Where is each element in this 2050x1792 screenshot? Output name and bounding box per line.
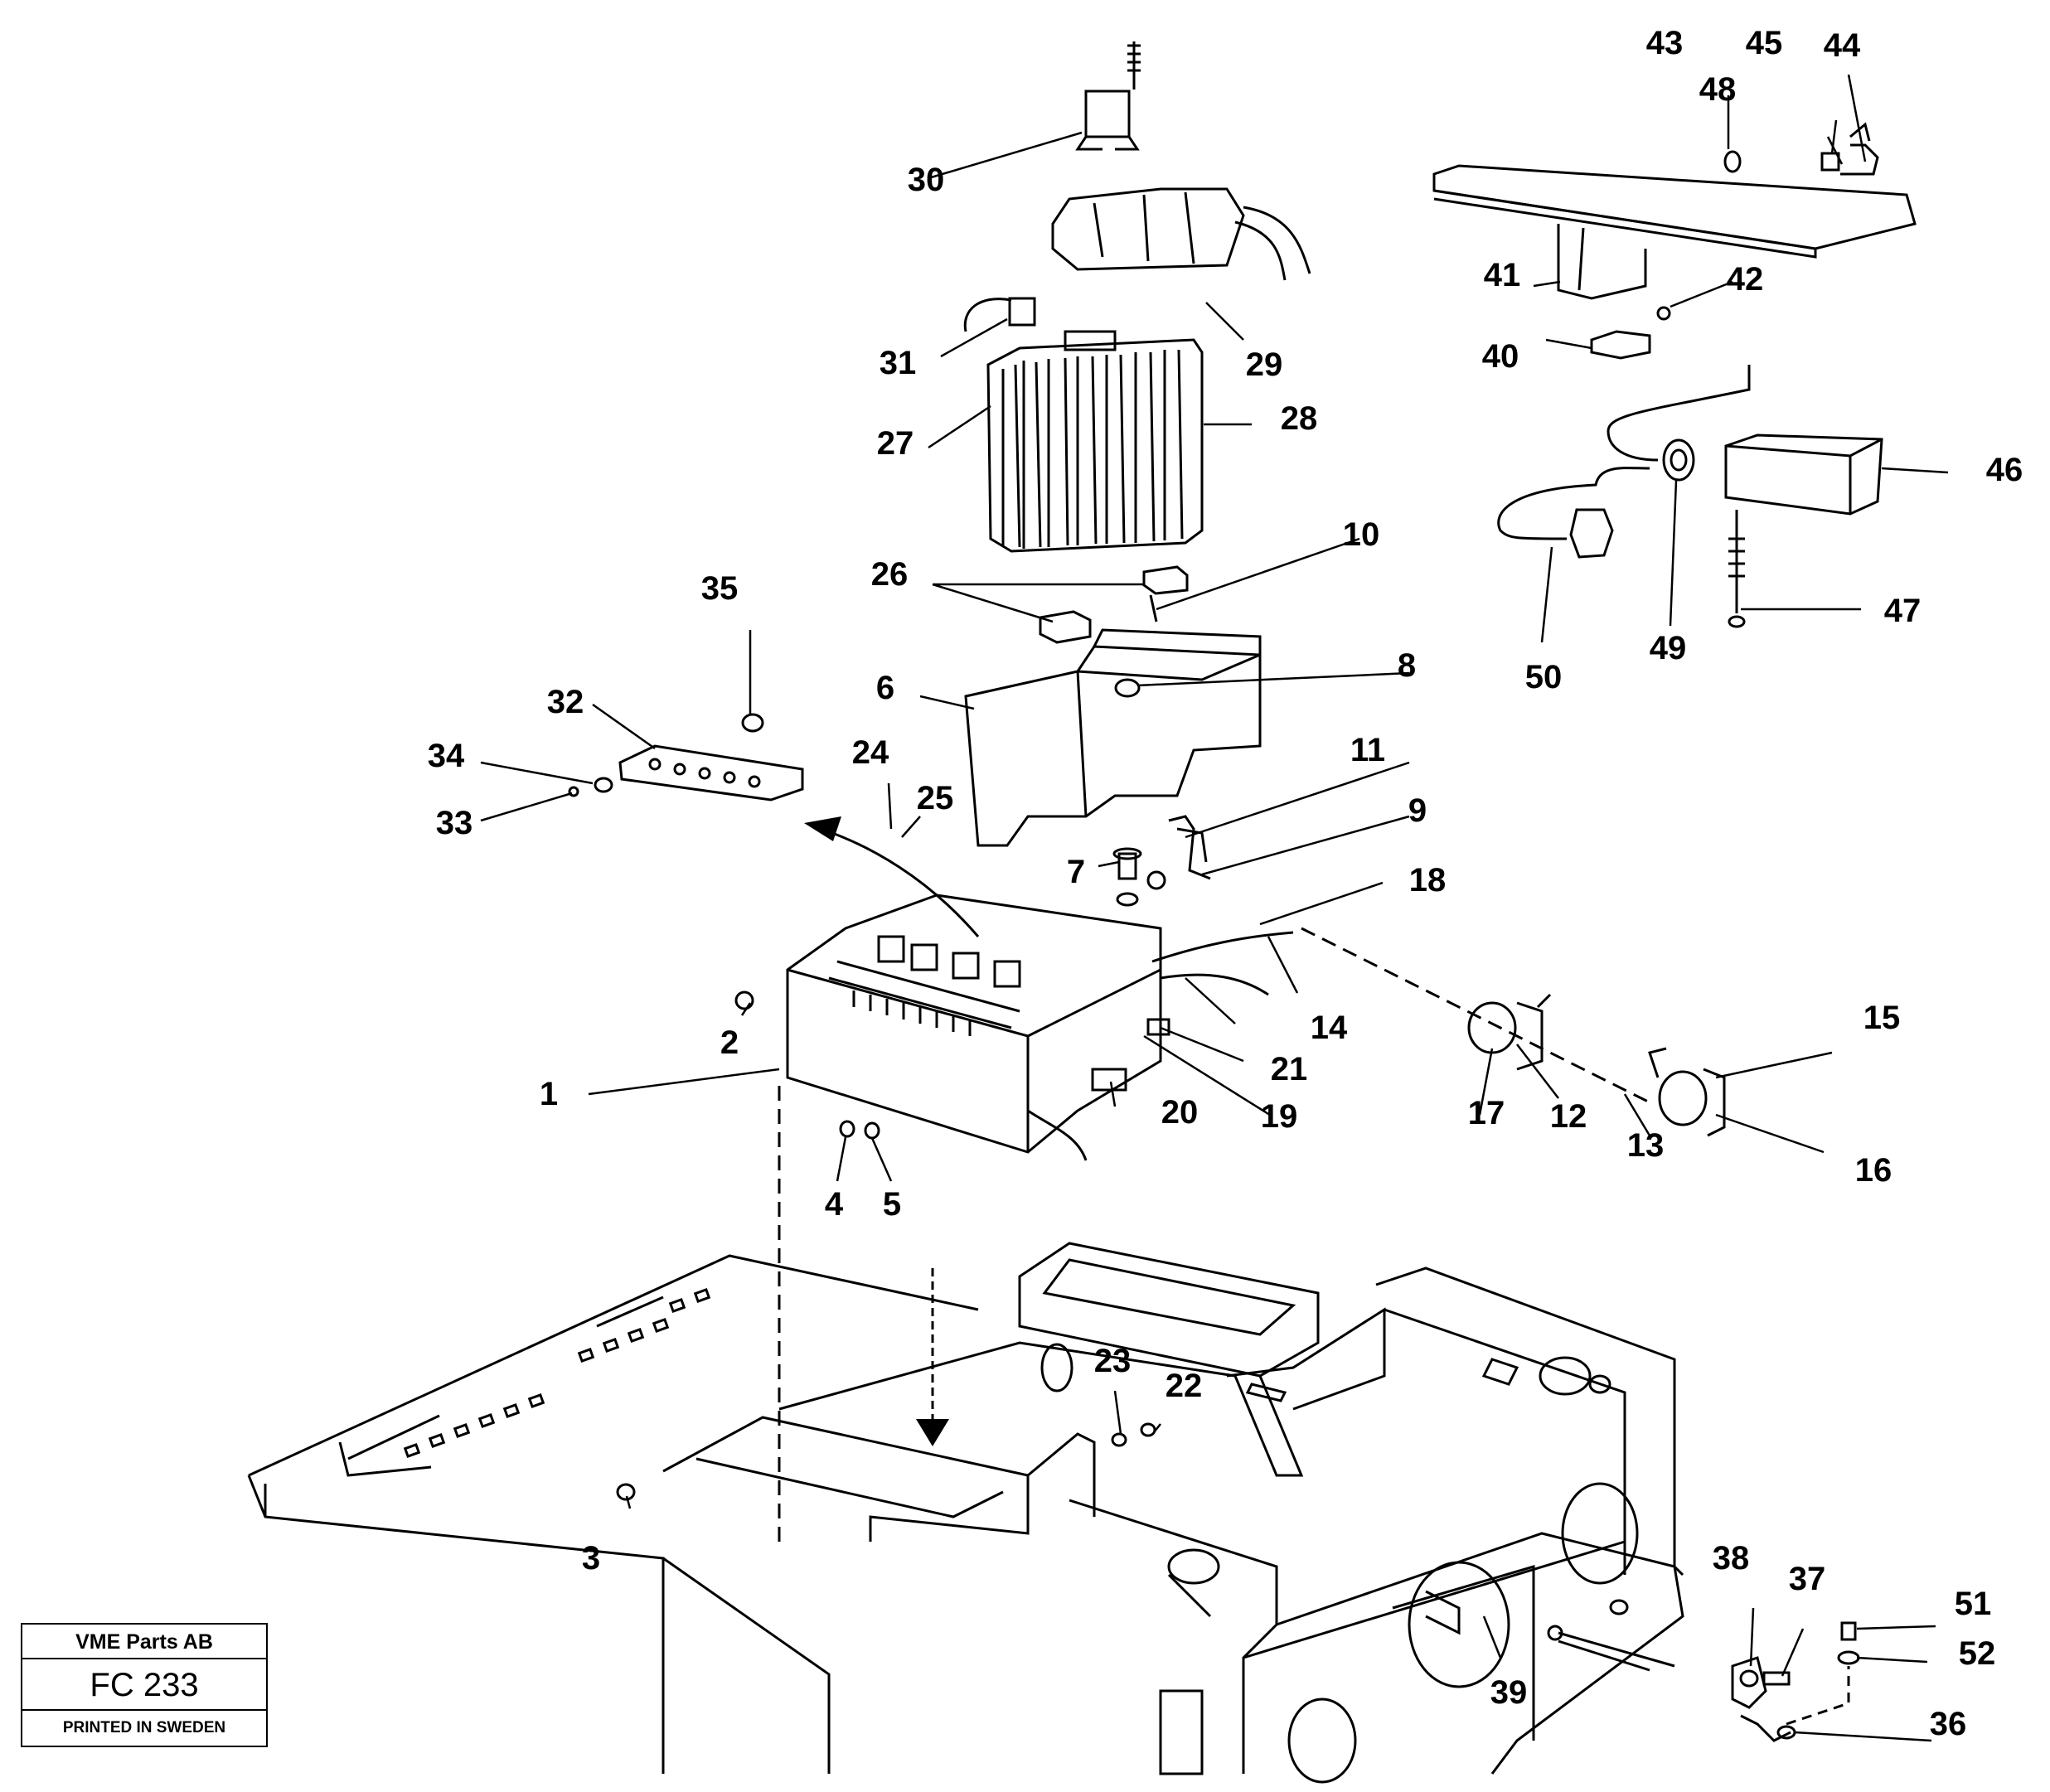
callout-7: 7 xyxy=(1066,854,1086,890)
callout-8: 8 xyxy=(1397,647,1417,684)
callout-28: 28 xyxy=(1280,400,1318,437)
callout-18: 18 xyxy=(1408,862,1447,898)
callout-33: 33 xyxy=(435,805,473,841)
callout-16: 16 xyxy=(1854,1152,1892,1189)
socket-holder-13-15-16 xyxy=(1648,1047,1726,1137)
sensor-box xyxy=(1497,365,1883,628)
callout-37: 37 xyxy=(1788,1561,1826,1597)
callout-34: 34 xyxy=(427,738,465,774)
callout-22: 22 xyxy=(1165,1368,1203,1404)
callout-23: 23 xyxy=(1093,1343,1132,1379)
callout-50: 50 xyxy=(1524,659,1563,695)
callout-25: 25 xyxy=(916,780,954,816)
callout-29: 29 xyxy=(1245,346,1283,383)
callout-49: 49 xyxy=(1649,630,1687,666)
callout-20: 20 xyxy=(1161,1094,1199,1131)
callout-2: 2 xyxy=(720,1024,739,1061)
callout-35: 35 xyxy=(700,570,739,607)
main-electrical-box xyxy=(734,894,1294,1161)
callout-12: 12 xyxy=(1549,1098,1587,1135)
leader-lines xyxy=(480,74,1949,1742)
callout-31: 31 xyxy=(879,345,917,381)
callout-4: 4 xyxy=(824,1186,844,1223)
callout-48: 48 xyxy=(1699,71,1737,108)
callout-5: 5 xyxy=(882,1186,902,1223)
callout-47: 47 xyxy=(1883,593,1922,629)
callout-10: 10 xyxy=(1342,516,1380,553)
relay-heat-sink xyxy=(963,297,1204,553)
callout-43: 43 xyxy=(1645,25,1684,61)
callout-41: 41 xyxy=(1483,257,1521,293)
callout-45: 45 xyxy=(1745,25,1783,61)
callout-19: 19 xyxy=(1260,1098,1298,1135)
callout-9: 9 xyxy=(1408,792,1427,829)
callout-27: 27 xyxy=(876,425,914,462)
cable-harness-top xyxy=(1051,187,1311,281)
callout-26: 26 xyxy=(870,556,909,593)
callout-32: 32 xyxy=(546,684,584,720)
callout-40: 40 xyxy=(1481,338,1519,375)
callout-46: 46 xyxy=(1985,452,2023,488)
callout-39: 39 xyxy=(1490,1674,1528,1711)
callout-1: 1 xyxy=(539,1076,559,1112)
print-note: PRINTED IN SWEDEN xyxy=(62,1719,226,1736)
relay-bracket-part xyxy=(1075,41,1141,151)
terminal-strip xyxy=(568,713,804,802)
callout-14: 14 xyxy=(1310,1010,1348,1046)
callout-42: 42 xyxy=(1726,261,1764,298)
callout-38: 38 xyxy=(1712,1540,1750,1576)
callout-36: 36 xyxy=(1929,1706,1967,1742)
small-fasteners-7-9-11 xyxy=(1112,815,1211,907)
callout-6: 6 xyxy=(875,670,895,706)
bracket-plate xyxy=(1432,122,1917,360)
callout-30: 30 xyxy=(907,162,945,198)
callout-44: 44 xyxy=(1823,27,1861,64)
drawing-code: FC 233 xyxy=(22,1659,266,1711)
callout-51: 51 xyxy=(1954,1586,1992,1622)
callout-3: 3 xyxy=(581,1540,601,1576)
callout-15: 15 xyxy=(1863,1000,1901,1036)
callout-21: 21 xyxy=(1270,1051,1308,1087)
callout-13: 13 xyxy=(1626,1127,1665,1164)
base-frame xyxy=(247,1242,1684,1784)
company-name: VME Parts AB xyxy=(22,1625,266,1659)
title-block: VME Parts AB FC 233 PRINTED IN SWEDEN xyxy=(21,1623,268,1747)
callout-17: 17 xyxy=(1467,1095,1505,1131)
cover-part xyxy=(964,628,1262,847)
callout-52: 52 xyxy=(1958,1635,1996,1672)
callout-11: 11 xyxy=(1350,732,1386,768)
callout-24: 24 xyxy=(851,734,889,771)
